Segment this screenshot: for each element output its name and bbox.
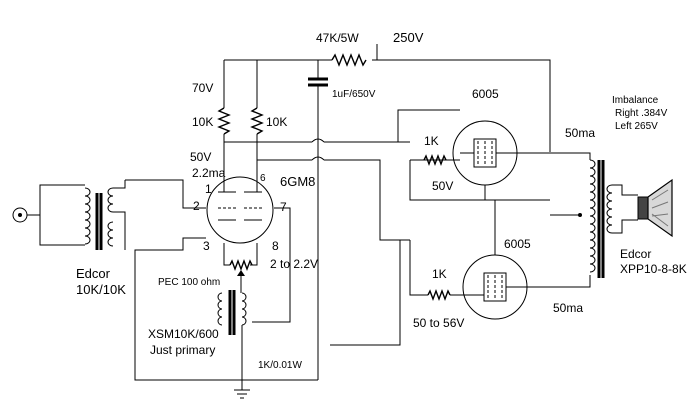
tube-top-label: 6005: [472, 87, 499, 101]
vacuum-tube-icon: [206, 175, 274, 244]
transformer-icon: [217, 290, 247, 345]
v-top-label: 50V: [432, 179, 453, 193]
output-xfmr-model: XPP10-8-8K: [620, 262, 687, 276]
ma-bot-label: 50ma: [553, 301, 583, 315]
tube-name-label: 6GM8: [280, 174, 315, 189]
pin-3-label: 3: [203, 239, 210, 253]
supply-resistor-label: 47K/5W: [316, 31, 359, 45]
r1-label: 10K: [192, 115, 213, 129]
r-bot-label: 1K: [432, 267, 447, 281]
output-tube-top-icon: [452, 120, 550, 200]
v50-label: 50V: [190, 150, 211, 164]
pin-8-label: 8: [272, 239, 279, 253]
capacitor-label: 1uF/650V: [332, 89, 376, 100]
imbalance-title: Imbalance: [612, 95, 659, 106]
pin-1-label: 1: [205, 182, 212, 196]
imbalance-left: Left 265V: [615, 121, 658, 132]
speaker-icon: [637, 178, 673, 238]
bottom-resistor-label: 1K/0.01W: [258, 360, 302, 371]
r2-label: 10K: [266, 115, 287, 129]
input-transformer-icon: [84, 180, 126, 250]
input-xfmr-ratio: 10K/10K: [76, 282, 126, 297]
ground-icon: [234, 345, 250, 399]
v-bot-label: 50 to 56V: [413, 316, 464, 330]
v70-label: 70V: [192, 81, 213, 95]
output-xfmr-name: Edcor: [620, 247, 651, 261]
input-jack-icon: [12, 207, 40, 223]
potentiometer-icon: [229, 259, 253, 292]
r-top-label: 1K: [424, 134, 439, 148]
pin-2-label: 2: [193, 199, 200, 213]
transformer-icon-output: [589, 159, 638, 278]
ma-top-label: 50ma: [565, 126, 595, 140]
input-xfmr-name: Edcor: [76, 266, 111, 281]
supply-rail: [223, 44, 551, 152]
tube-bot-label: 6005: [504, 237, 531, 251]
pec-label: PEC 100 ohm: [158, 277, 220, 288]
plate-resistor-1: [217, 107, 231, 175]
grid-resistor-bottom: [418, 289, 470, 301]
supply-resistor: [331, 53, 367, 67]
imbalance-right: Right .384V: [615, 108, 668, 119]
grid-resistor-top: [418, 154, 460, 166]
xsm-label-2: Just primary: [150, 343, 215, 357]
pin-6-label: 6: [260, 173, 266, 184]
output-tube-bottom-icon: [462, 200, 550, 320]
plate-resistor-2: [250, 107, 264, 175]
pin-7-label: 7: [280, 200, 287, 214]
cathode-voltage-label: 2 to 2.2V: [270, 257, 318, 271]
xsm-label-1: XSM10K/600: [148, 327, 219, 341]
capacitor-icon: [308, 77, 328, 140]
ma-label: 2.2ma: [192, 166, 226, 180]
b-plus-label: 250V: [393, 30, 424, 45]
